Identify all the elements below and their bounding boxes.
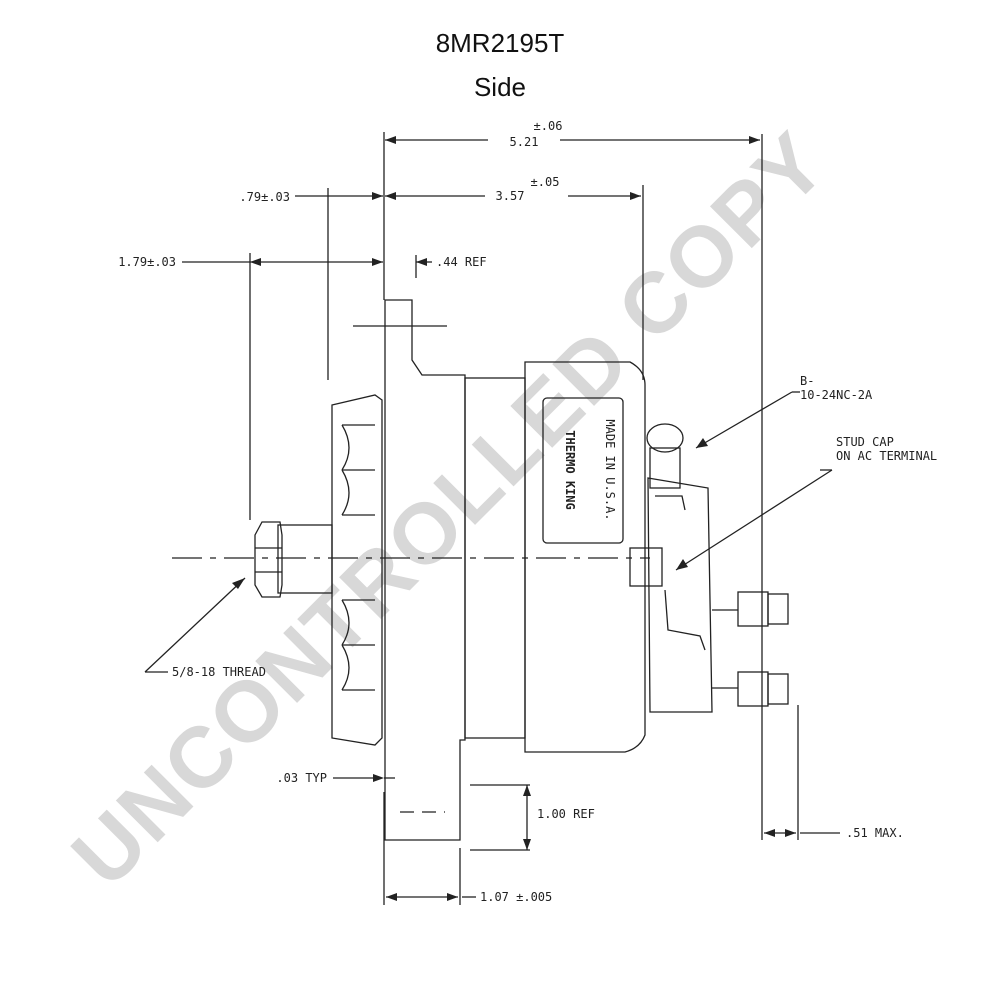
arrow-typ [373,774,384,782]
arrow-mount-left [386,893,397,901]
label-max-51: .51 MAX. [846,826,904,840]
callout-stud-cap-sub: ON AC TERMINAL [836,449,937,463]
arrow-shaft-left [250,258,261,266]
label-ref-100: 1.00 REF [537,807,595,821]
output-nut-lower [767,673,789,705]
arrow-body-left [385,192,396,200]
nameplate-brand: THERMO KING [563,430,577,509]
drawing-view-label: Side [473,72,527,102]
callout-stud-cap: STUD CAP [836,435,894,449]
output-terminal-upper [737,591,769,627]
shaft-pulley-hub [277,524,333,594]
arrow-max-left [764,829,775,837]
label-overall-tol: ±.06 [534,119,563,133]
callout-b-minus: B- [800,374,814,388]
fan [331,394,383,746]
nameplate [542,397,624,544]
arrow-shaft-right [372,258,383,266]
label-mount-width: 1.07 ±.005 [480,890,552,904]
output-nut-upper [767,593,789,625]
label-ref-44: .44 REF [436,255,487,269]
output-terminal-lower [737,671,769,707]
arrow-max-right [785,829,796,837]
ac-lead [664,589,706,651]
regulator-box [647,477,713,713]
fan-blade-curves [341,424,350,691]
label-shaft-length: 1.79±.03 [118,255,176,269]
ac-terminal [629,547,663,587]
label-overall-length: 5.21 [510,135,539,149]
leader-b-minus [695,391,793,449]
label-typ-03: .03 TYP [276,771,327,785]
arrow-ref [416,258,427,266]
arrow-b-minus [696,438,708,448]
b-minus-terminal [649,447,681,489]
arrow-overall-right [749,136,760,144]
arrow-body-right [630,192,641,200]
label-fan-width: .79±.03 [239,190,290,204]
watermark-text: UNCONTROLLED COPY [54,114,845,905]
drawing-title: 8MR2195T [435,28,565,58]
fan-blades [342,424,375,691]
capacitor-cap [646,423,684,453]
terminal-lead [655,495,686,511]
arrow-ref-top [523,785,531,796]
arrow-ref-bottom [523,839,531,850]
arrow-mount-right [447,893,458,901]
label-thread: 5/8-18 THREAD [172,665,266,679]
leader-stud-cap [675,469,833,571]
label-body-length: 3.57 [496,189,525,203]
arrow-fan-right [372,192,383,200]
leader-thread [144,577,246,673]
arrow-stud-cap [676,559,688,570]
rear-housing [524,361,646,753]
label-body-tol: ±.05 [531,175,560,189]
nameplate-made-in: MADE IN U.S.A. [603,419,617,520]
arrow-thread [232,578,245,589]
arrow-overall-left [385,136,396,144]
callout-b-minus-thread: 10-24NC-2A [800,388,873,402]
shaft-nut [254,521,283,598]
